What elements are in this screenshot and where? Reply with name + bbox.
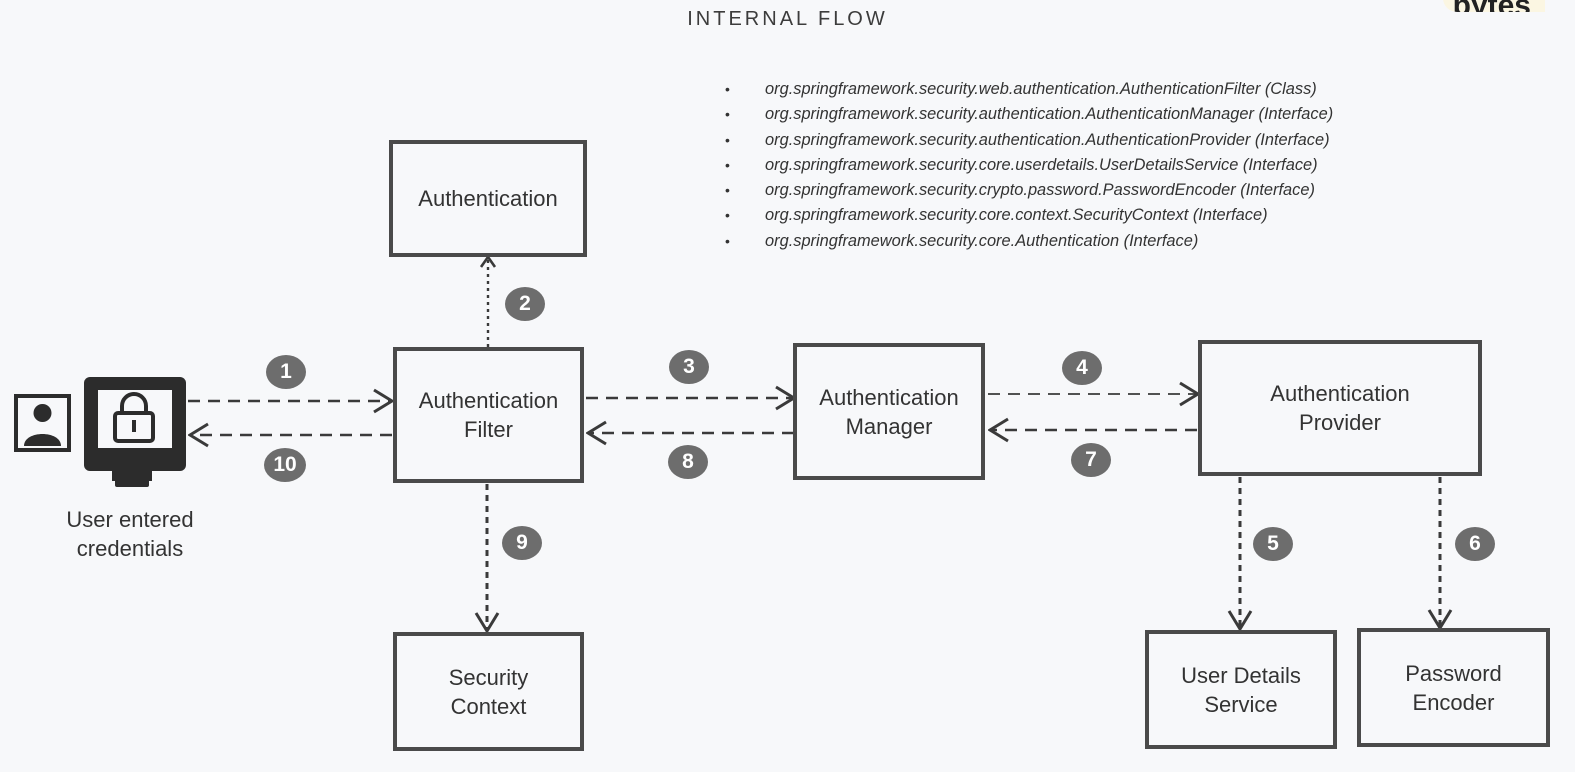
authentication-box: Authentication bbox=[389, 140, 587, 257]
password-encoder-label: Password Encoder bbox=[1405, 660, 1502, 715]
step-badge-3: 3 bbox=[669, 350, 709, 384]
monitor-lock-icon bbox=[84, 377, 186, 487]
step-badge-7: 7 bbox=[1071, 443, 1111, 477]
step-badge-6: 6 bbox=[1455, 527, 1495, 561]
authentication-manager-box: Authentication Manager bbox=[793, 343, 985, 480]
authentication-manager-label: Authentication Manager bbox=[819, 384, 959, 439]
user-details-service-label: User Details Service bbox=[1181, 662, 1301, 717]
package-item: org.springframework.security.core.Authen… bbox=[722, 229, 1333, 254]
authentication-filter-label: Authentication Filter bbox=[418, 388, 559, 442]
authentication-label: Authentication bbox=[418, 186, 558, 211]
step-badge-2: 2 bbox=[505, 287, 545, 321]
security-context-box: Security Context bbox=[393, 632, 584, 751]
package-item: org.springframework.security.authenticat… bbox=[722, 128, 1333, 153]
step-badge-10: 10 bbox=[264, 448, 306, 482]
step-badge-4: 4 bbox=[1062, 351, 1102, 385]
package-item: org.springframework.security.authenticat… bbox=[722, 102, 1333, 127]
user-caption: User entered credentials bbox=[66, 507, 194, 561]
package-item: org.springframework.security.crypto.pass… bbox=[722, 178, 1333, 203]
step-badge-8: 8 bbox=[668, 445, 708, 479]
user-portrait-icon bbox=[14, 394, 71, 452]
package-item: org.springframework.security.web.authent… bbox=[722, 77, 1333, 102]
diagram-title: INTERNAL FLOW bbox=[687, 8, 888, 30]
security-context-label: Security Context bbox=[448, 664, 529, 719]
step-badge-9: 9 bbox=[502, 526, 542, 560]
step-badge-5: 5 bbox=[1253, 527, 1293, 561]
step-badge-1: 1 bbox=[266, 355, 306, 389]
package-list: org.springframework.security.web.authent… bbox=[722, 77, 1333, 254]
package-item: org.springframework.security.core.contex… bbox=[722, 203, 1333, 228]
authentication-provider-label: Authentication Provider bbox=[1270, 381, 1410, 435]
authentication-provider-box: Authentication Provider bbox=[1198, 340, 1482, 476]
corner-logo: bytes bbox=[1442, 0, 1545, 12]
package-item: org.springframework.security.core.userde… bbox=[722, 153, 1333, 178]
password-encoder-box: Password Encoder bbox=[1357, 628, 1550, 747]
user-details-service-box: User Details Service bbox=[1145, 630, 1337, 749]
authentication-filter-box: Authentication Filter bbox=[393, 347, 584, 483]
